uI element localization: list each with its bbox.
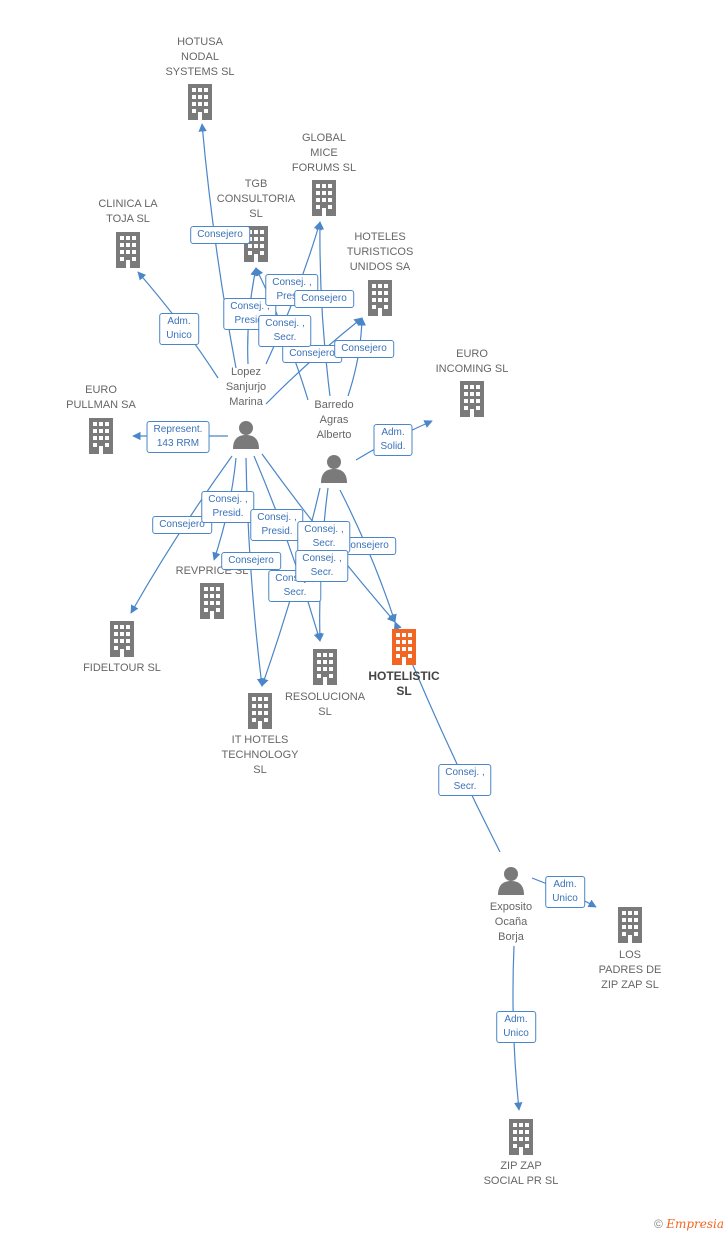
building-icon-hotusa[interactable] — [188, 84, 212, 120]
edge-label-exposito-padres[interactable]: Adm. Unico — [545, 876, 585, 908]
edge-label-barredo-ithotels[interactable]: Consej. , Secr. — [295, 550, 349, 582]
brand-footer: © Empresia — [654, 1217, 724, 1231]
node-label-hoteles_tur[interactable]: HOTELES TURISTICOS UNIDOS SA — [346, 231, 414, 273]
node-label-zipzap[interactable]: ZIP ZAP SOCIAL PR SL — [483, 1160, 559, 1187]
node-label-ithotels[interactable]: IT HOTELS TECHNOLOGY SL — [221, 734, 299, 776]
building-icon-revprice[interactable] — [200, 583, 224, 619]
edge-lopez-hotusa — [198, 123, 237, 369]
edge-label-exposito-zipzap[interactable]: Adm. Unico — [496, 1011, 536, 1043]
copyright-icon: © — [654, 1217, 663, 1231]
building-icon-euro_incoming[interactable] — [460, 381, 484, 417]
building-icon-resoluciona[interactable] — [313, 649, 337, 685]
building-icon-padres[interactable] — [618, 907, 642, 943]
brand-logo: Empresia — [666, 1217, 724, 1231]
node-label-euro_pullman[interactable]: EURO PULLMAN SA — [66, 384, 136, 411]
person-icon-barredo[interactable] — [321, 455, 347, 483]
node-label-exposito[interactable]: Exposito Ocaña Borja — [489, 901, 533, 943]
node-label-clinica[interactable]: CLINICA LA TOJA SL — [98, 198, 158, 225]
edge-label-barredo-tgb[interactable]: Consej. , Secr. — [258, 315, 312, 347]
building-icon-hoteles_tur[interactable] — [368, 280, 392, 316]
edge-label-lopez-euro_pullman[interactable]: Represent. 143 RRM — [146, 421, 210, 453]
edge-barredo-global — [315, 221, 331, 397]
node-label-barredo[interactable]: Barredo Agras Alberto — [314, 399, 354, 441]
node-label-lopez[interactable]: Lopez Sanjurjo Marina — [225, 366, 267, 408]
edge-label-lopez-hoteles_tur[interactable]: Consejero — [282, 345, 342, 363]
node-label-padres[interactable]: LOS PADRES DE ZIP ZAP SL — [598, 949, 662, 991]
edge-label-barredo-euro_incoming[interactable]: Adm. Solid. — [373, 424, 413, 456]
edge-label-lopez-ithotels[interactable]: Consejero — [221, 552, 281, 570]
edge-label-lopez-resoluciona[interactable]: Consej. , Secr. — [268, 570, 322, 602]
edge-label-lopez-hotusa[interactable]: Consejero — [190, 226, 250, 244]
building-icon-zipzap[interactable] — [509, 1119, 533, 1155]
edge-label-barredo-hoteles_tur[interactable]: Consejero — [334, 340, 394, 358]
node-label-euro_incoming[interactable]: EURO INCOMING SL — [435, 348, 509, 375]
building-icon-hotelistic[interactable] — [392, 629, 416, 665]
edge-barredo-hotelistic — [339, 489, 397, 623]
edge-lopez-fideltour — [130, 455, 233, 614]
node-label-hotusa[interactable]: HOTUSA NODAL SYSTEMS SL — [165, 36, 235, 78]
building-icon-euro_pullman[interactable] — [89, 418, 113, 454]
person-icon-lopez[interactable] — [233, 421, 259, 449]
edge-label-barredo-resoluciona[interactable]: Consej. , Secr. — [297, 521, 351, 553]
node-label-tgb[interactable]: TGB CONSULTORIA SL — [216, 178, 296, 220]
person-icon-exposito[interactable] — [498, 867, 524, 895]
edge-label-lopez-revprice[interactable]: Consej. , Presid. — [201, 491, 255, 523]
edge-label-lopez-hotelistic[interactable]: Consej. , Presid. — [250, 509, 304, 541]
edge-label-lopez-clinica[interactable]: Adm. Unico — [159, 313, 199, 345]
edge-label-lopez-fideltour[interactable]: Consejero — [152, 516, 212, 534]
building-icon-fideltour[interactable] — [110, 621, 134, 657]
edge-lopez-ithotels — [245, 457, 266, 687]
edge-lopez-resoluciona — [253, 455, 322, 642]
node-label-fideltour[interactable]: FIDELTOUR SL — [83, 662, 161, 674]
node-label-global[interactable]: GLOBAL MICE FORUMS SL — [291, 132, 357, 174]
edge-label-barredo-global[interactable]: Consejero — [294, 290, 354, 308]
building-icon-clinica[interactable] — [116, 232, 140, 268]
node-label-hotelistic[interactable]: HOTELISTIC SL — [368, 669, 440, 698]
edge-label-exposito-hotelistic[interactable]: Consej. , Secr. — [438, 764, 492, 796]
node-label-resoluciona[interactable]: RESOLUCIONA SL — [284, 691, 366, 718]
